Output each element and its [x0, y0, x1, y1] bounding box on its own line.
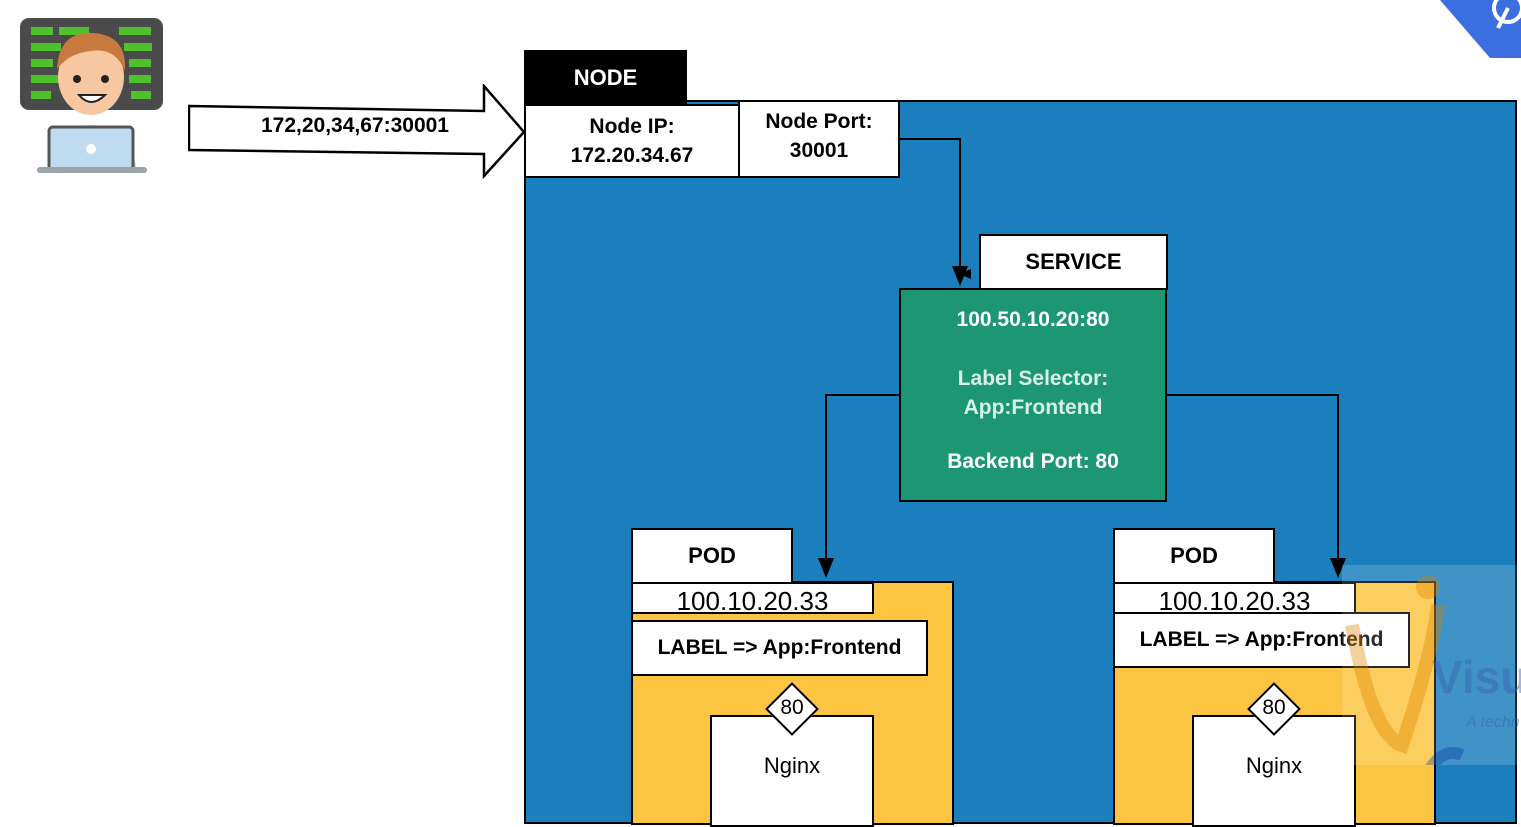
request-arrow [187, 82, 526, 180]
service-selector-label: Label Selector: [957, 367, 1109, 390]
service-to-pod-2-line [1167, 394, 1339, 564]
node-ip-box: Node IP: 172.20.34.67 [524, 104, 740, 178]
pod-1-ip: 100.10.20.33 [631, 582, 874, 614]
pod-1-tab: POD [631, 528, 793, 584]
watermark-tagline: A techn [1466, 714, 1520, 731]
pod-2-tab: POD [1113, 528, 1275, 584]
node-port-value: 30001 [789, 139, 849, 162]
service-address: 100.50.10.20:80 [956, 308, 1110, 331]
client-address-label: 172,20,34,67:30001 [260, 114, 449, 137]
kubernetes-logo-icon [1436, 0, 1521, 60]
developer-laptop-icon [19, 17, 164, 175]
pod-1-port: 80 [780, 696, 804, 719]
node-port-label: Node Port: [765, 110, 873, 133]
watermark-logo-icon [1342, 565, 1521, 788]
watermark-brand-text: Visua [1432, 651, 1521, 703]
node-ip-value: 172.20.34.67 [570, 144, 694, 167]
node-port-box: Node Port: 30001 [738, 100, 900, 178]
node-port-to-service-line [900, 138, 971, 279]
service-to-pod-1-line [825, 394, 899, 564]
service-selector: Label Selector: App:Frontend [901, 364, 1165, 422]
service-box: 100.50.10.20:80 Label Selector: App:Fron… [899, 288, 1167, 502]
service-to-pod-2-arrowhead [1330, 558, 1346, 578]
node-ip-label: Node IP: [589, 115, 675, 138]
pod-1-label: LABEL => App:Frontend [631, 620, 928, 676]
node-tab: NODE [524, 50, 687, 106]
service-selector-value: App:Frontend [963, 396, 1103, 419]
pod-2-port: 80 [1262, 696, 1286, 719]
service-backend-port: Backend Port: 80 [947, 450, 1119, 473]
pod-2-label: LABEL => App:Frontend [1113, 612, 1410, 668]
node-port-to-service-arrowhead [952, 266, 968, 286]
service-tab: SERVICE [979, 234, 1168, 290]
service-to-pod-1-arrowhead [818, 558, 834, 578]
